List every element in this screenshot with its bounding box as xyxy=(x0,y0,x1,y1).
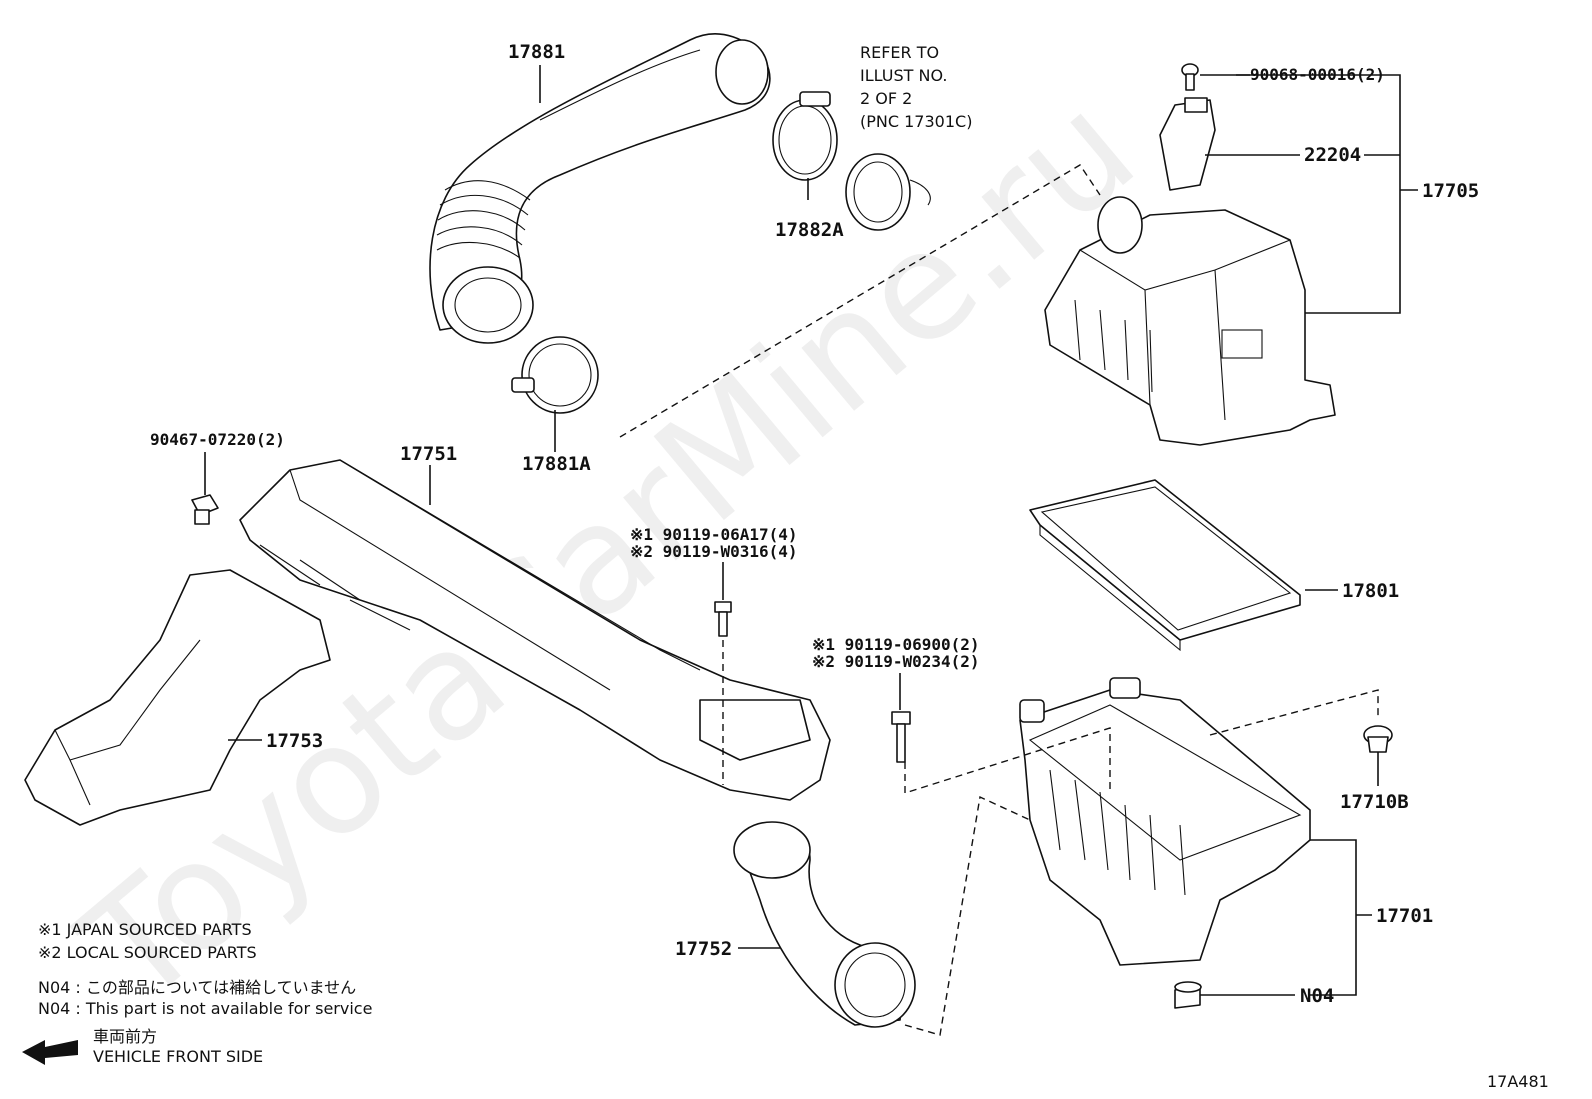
callout-90119-W0234[interactable]: ※2 90119-W0234(2) xyxy=(812,652,980,671)
callout-17710B[interactable]: 17710B xyxy=(1340,791,1409,813)
bolt-90119-06900[interactable] xyxy=(891,711,911,763)
screw-90068-00016[interactable] xyxy=(1181,63,1199,91)
callout-17881[interactable]: 17881 xyxy=(508,41,565,63)
refer-note-line-2: ILLUST NO. xyxy=(860,66,947,85)
leader-lines xyxy=(204,65,1418,996)
installation-lines xyxy=(619,164,1379,1036)
grommet-17710B[interactable] xyxy=(1363,725,1393,753)
hose-clamp-17882A[interactable] xyxy=(772,91,838,181)
legend-n04-japanese: N04 : この部品については補給していません xyxy=(38,978,356,997)
callout-22204[interactable]: 22204 xyxy=(1304,144,1361,166)
callout-90119-06900[interactable]: ※1 90119-06900(2) xyxy=(812,635,980,654)
callout-N04[interactable]: N04 xyxy=(1300,985,1334,1007)
vehicle-front-english: VEHICLE FRONT SIDE xyxy=(93,1047,263,1066)
air-flow-meter-22204[interactable] xyxy=(1159,97,1216,191)
vehicle-front-japanese: 車両前方 xyxy=(93,1027,157,1046)
callout-17701[interactable]: 17701 xyxy=(1376,905,1433,927)
air-inlet-duct-17753[interactable] xyxy=(24,569,331,826)
callout-17753[interactable]: 17753 xyxy=(266,730,323,752)
bolt-90119-06A17[interactable] xyxy=(714,601,732,637)
clip-90467-07220[interactable] xyxy=(191,494,219,525)
figure-id: 17A481 xyxy=(1487,1072,1549,1091)
intake-duct-17751[interactable] xyxy=(239,459,831,801)
callout-17881A[interactable]: 17881A xyxy=(522,453,591,475)
legend: ※1 JAPAN SOURCED PARTS ※2 LOCAL SOURCED … xyxy=(22,920,372,1066)
air-cleaner-cap-17705[interactable] xyxy=(1044,196,1336,446)
callout-17882A[interactable]: 17882A xyxy=(775,219,844,241)
refer-note-line-3: 2 OF 2 xyxy=(860,89,912,108)
callout-17705[interactable]: 17705 xyxy=(1422,180,1479,202)
vehicle-front-arrow-icon xyxy=(22,1040,78,1065)
grommet-N04 xyxy=(1174,981,1202,1009)
legend-japan-sourced: ※1 JAPAN SOURCED PARTS xyxy=(38,920,252,939)
callout-90119-06A17[interactable]: ※1 90119-06A17(4) xyxy=(630,525,798,544)
callout-90068-00016[interactable]: 90068-00016(2) xyxy=(1250,65,1385,84)
watermark: ToyotaCarMine.ru xyxy=(51,62,1167,1038)
air-cleaner-case-17701[interactable] xyxy=(1019,677,1311,966)
intake-hose-17752[interactable] xyxy=(733,821,916,1028)
air-filter-element-17801[interactable] xyxy=(1029,479,1301,652)
callout-17752[interactable]: 17752 xyxy=(675,938,732,960)
adapter-ring xyxy=(845,153,931,231)
legend-n04-english: N04 : This part is not available for ser… xyxy=(38,999,372,1018)
refer-note-line-1: REFER TO xyxy=(860,43,939,62)
refer-note: REFER TO ILLUST NO. 2 OF 2 (PNC 17301C) xyxy=(860,43,972,131)
hose-clamp-17881A[interactable] xyxy=(511,336,599,414)
callout-17751[interactable]: 17751 xyxy=(400,443,457,465)
callout-90119-W0316[interactable]: ※2 90119-W0316(4) xyxy=(630,542,798,561)
callout-90467-07220[interactable]: 90467-07220(2) xyxy=(150,430,285,449)
callout-17801[interactable]: 17801 xyxy=(1342,580,1399,602)
refer-note-line-4: (PNC 17301C) xyxy=(860,112,972,131)
intake-hose-17881[interactable] xyxy=(429,33,771,344)
legend-local-sourced: ※2 LOCAL SOURCED PARTS xyxy=(38,943,257,962)
